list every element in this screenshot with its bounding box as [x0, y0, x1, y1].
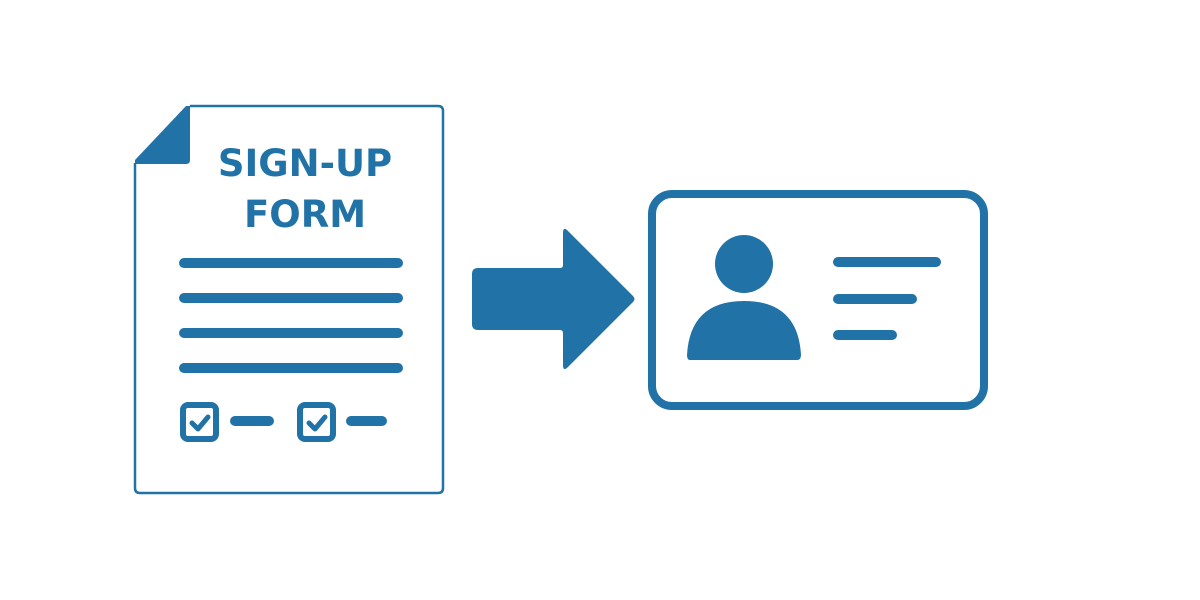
checkbox-item-2: [297, 402, 387, 442]
checkmark-icon: [306, 414, 328, 432]
card-detail-lines: [833, 257, 941, 340]
person-head-icon: [715, 235, 773, 293]
form-title-line2: FORM: [244, 193, 366, 236]
arrow-right-icon: [472, 228, 635, 370]
checkmark-icon: [189, 414, 211, 432]
person-body-icon: [687, 301, 801, 360]
checkbox-checked-icon: [180, 402, 219, 442]
card-outline: [648, 190, 988, 410]
form-title-line1: SIGN-UP: [218, 142, 392, 185]
user-profile-card-icon: [648, 190, 988, 410]
document-corner-fold-icon: [135, 106, 190, 164]
checkbox-checked-icon: [297, 402, 336, 442]
form-text-lines: [179, 258, 403, 373]
checkbox-item-1: [180, 402, 274, 442]
signup-form-document: SIGN-UP FORM: [133, 104, 445, 495]
